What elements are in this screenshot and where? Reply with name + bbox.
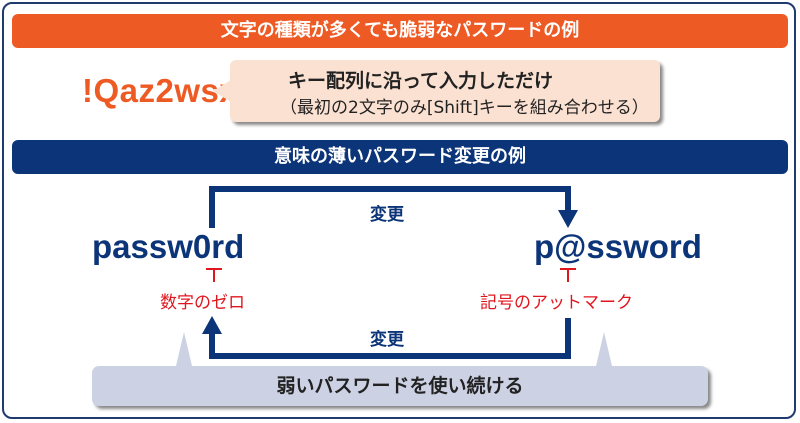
callout-tail — [213, 80, 231, 102]
password-before-prefix: passw — [92, 228, 193, 265]
callout-line2: （最初の2文字のみ[Shift]キーを組み合わせる） — [280, 98, 649, 118]
password-before: passw0rd — [92, 228, 244, 266]
weak-password-example: !Qaz2wsx — [82, 72, 239, 109]
password-after-prefix: p — [534, 228, 555, 265]
password-after-highlight: @ — [554, 228, 587, 265]
password-before-highlight: 0 — [192, 228, 212, 265]
left-pointer — [176, 332, 192, 366]
change-label-top: 変更 — [370, 205, 404, 225]
change-label-bottom: 変更 — [370, 330, 404, 350]
right-pointer — [596, 332, 612, 366]
down-arrow-head — [558, 210, 578, 228]
explanation-callout: キー配列に沿って入力しただけ （最初の2文字のみ[Shift]キーを組み合わせる… — [230, 60, 660, 122]
callout-line1: キー配列に沿って入力しただけ — [288, 70, 554, 92]
password-before-suffix: rd — [211, 228, 245, 265]
section2-title: 意味の薄いパスワード変更の例 — [12, 140, 788, 174]
top-change-arrow-line — [209, 186, 571, 228]
conclusion-box: 弱いパスワードを使い続ける — [92, 366, 708, 406]
right-marker — [560, 268, 576, 282]
section1-title: 文字の種類が多くても脆弱なパスワードの例 — [12, 14, 788, 48]
up-arrow-head — [202, 316, 222, 334]
left-note: 数字のゼロ — [160, 293, 245, 313]
bottom-change-arrow-line — [209, 318, 571, 359]
password-after: p@ssword — [534, 228, 702, 266]
left-marker — [206, 268, 222, 282]
right-note: 記号のアットマーク — [480, 293, 633, 313]
password-after-suffix: ssword — [586, 228, 702, 265]
